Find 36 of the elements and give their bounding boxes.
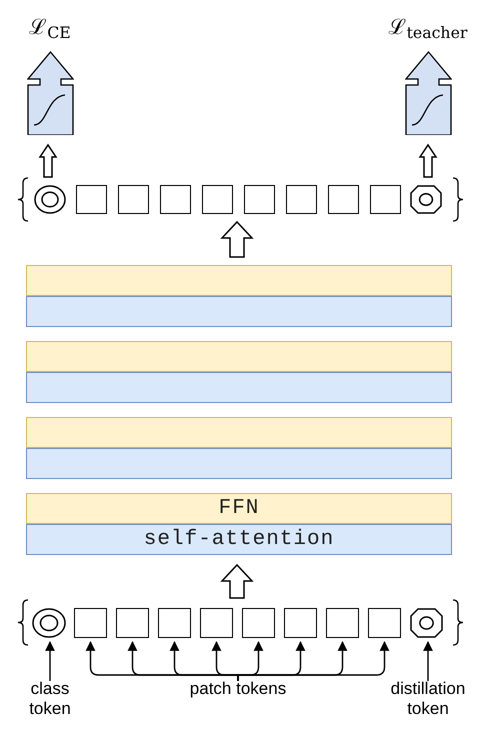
ffn-layer: FFN [26,493,452,524]
block-arrow [220,564,254,599]
layer-band [26,417,452,448]
loss-label: ℒ$_{CE}$ [29,14,71,44]
patch-token-box [368,608,401,638]
layer-band [26,341,452,372]
layer-band [26,296,452,327]
leader-arrow [423,641,433,681]
block-arrow [418,144,438,178]
token-label: patch tokens [190,679,286,699]
layer-band [26,448,452,479]
patch-token-box [284,608,317,638]
patch-token-box [202,185,233,214]
patch-token-box [74,608,107,638]
patch-token-box [328,185,359,214]
patch-token-box [200,608,233,638]
patch-token-box [242,608,275,638]
patch-token-box [118,185,149,214]
leader-arrow [45,641,55,681]
patch-token-box [158,608,191,638]
patch-token-box [116,608,149,638]
token-label: distillation token [390,679,466,719]
layer-band [26,372,452,403]
patch-token-box [244,185,275,214]
layer-band [26,265,452,296]
patch-token-box [326,608,359,638]
token-label: class token [28,679,72,719]
self-attention-layer: self-attention [26,524,452,555]
leader-arrow [237,641,390,681]
patch-token-box [76,185,107,214]
patch-token-box [286,185,317,214]
patch-token-box [160,185,191,214]
patch-token-box [370,185,401,214]
loss-label: ℒ$_{teacher}$ [388,14,468,44]
block-arrow [38,144,58,178]
block-arrow [220,220,254,258]
